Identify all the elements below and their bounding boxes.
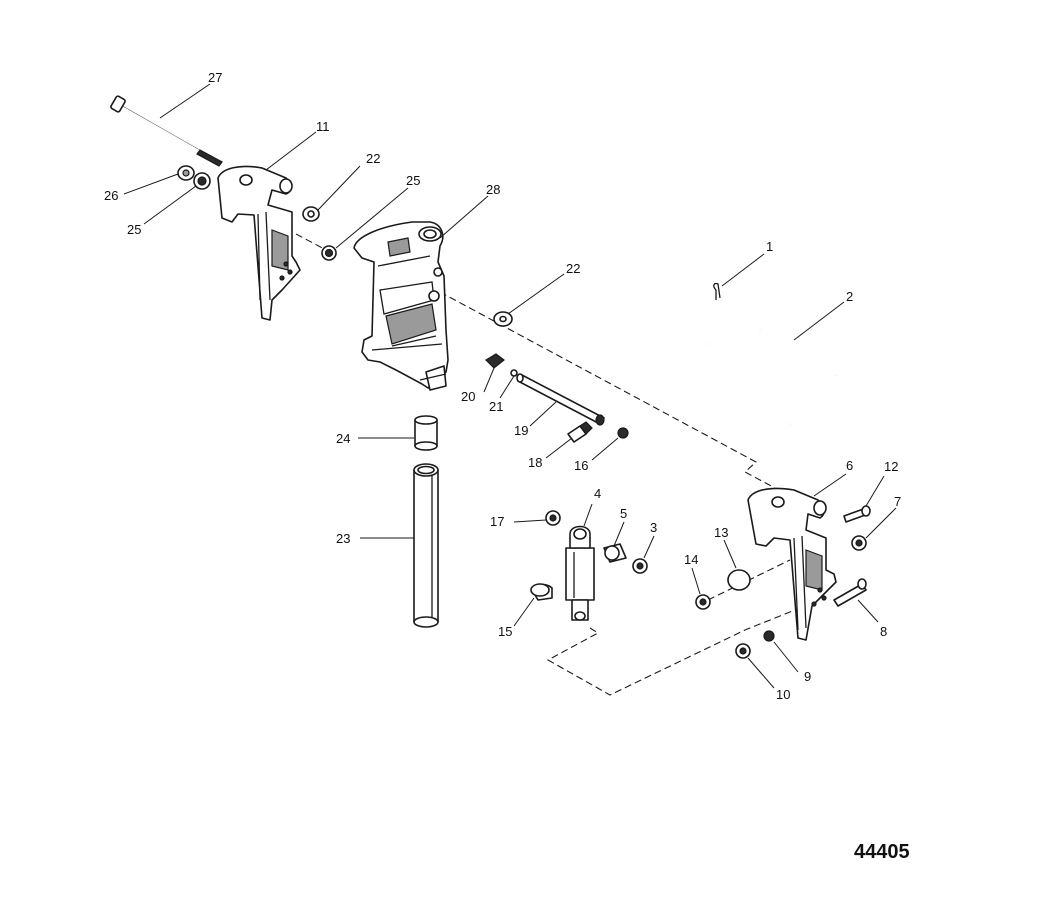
part-8-bolt <box>833 578 867 607</box>
part-22-washer-left <box>302 206 320 222</box>
callout-21: 21 <box>489 399 503 414</box>
part-24-bushing <box>414 415 438 451</box>
part-15-bolt <box>530 583 553 601</box>
part-7-locknut <box>851 535 867 551</box>
part-6-right-transom-bracket <box>747 487 837 641</box>
callout-12: 12 <box>884 459 898 474</box>
part-3-locknut <box>632 558 648 574</box>
callout-25-upper: 25 <box>406 173 420 188</box>
part-14-nut <box>695 594 711 610</box>
part-5-spacer <box>603 543 627 563</box>
callout-22-lower: 22 <box>566 261 580 276</box>
part-2-tilt-lock-rod <box>709 328 854 426</box>
part-9-lockwasher <box>763 630 775 642</box>
callout-9: 9 <box>804 669 811 684</box>
part-16-cap <box>617 427 629 439</box>
callout-27: 27 <box>208 70 222 85</box>
part-11-left-transom-bracket <box>217 165 301 321</box>
callout-17: 17 <box>490 514 504 529</box>
callout-13: 13 <box>714 525 728 540</box>
part-1-cotter-pin <box>713 282 721 300</box>
part-4-shock-absorber <box>565 525 595 621</box>
part-28-swivel-bracket <box>353 221 449 391</box>
callout-2: 2 <box>846 289 853 304</box>
callout-26: 26 <box>104 188 118 203</box>
part-26-nut <box>177 165 195 181</box>
part-17-nut <box>545 510 561 526</box>
callout-1: 1 <box>766 239 773 254</box>
callout-8: 8 <box>880 624 887 639</box>
part-25-locknut-left <box>193 172 211 190</box>
diagram-number: 44405 <box>854 841 910 863</box>
callout-22-upper: 22 <box>366 151 380 166</box>
callout-15: 15 <box>498 624 512 639</box>
callout-labels: 27 11 22 25 28 26 25 22 1 2 20 21 19 24 … <box>104 70 901 702</box>
callout-leaders <box>123 83 897 689</box>
callout-3: 3 <box>650 520 657 535</box>
callout-4: 4 <box>594 486 601 501</box>
part-13-washer <box>727 569 751 591</box>
part-12-bolt <box>843 505 871 523</box>
callout-24: 24 <box>336 431 350 446</box>
part-25-locknut-center <box>321 245 337 261</box>
callout-10: 10 <box>776 687 790 702</box>
callout-19: 19 <box>514 423 528 438</box>
part-20-block <box>485 353 505 369</box>
callout-6: 6 <box>846 458 853 473</box>
callout-28: 28 <box>486 182 500 197</box>
part-18-fitting <box>567 421 593 443</box>
callout-18: 18 <box>528 455 542 470</box>
part-22-washer-right <box>493 311 513 327</box>
part-27-through-bolt <box>110 95 223 167</box>
callout-25-left: 25 <box>127 222 141 237</box>
callout-5: 5 <box>620 506 627 521</box>
callout-16: 16 <box>574 458 588 473</box>
callout-7: 7 <box>894 494 901 509</box>
part-21-pin <box>510 369 518 377</box>
part-10-nut <box>735 643 751 659</box>
callout-14: 14 <box>684 552 698 567</box>
part-19-shaft <box>516 373 605 426</box>
callout-20: 20 <box>461 389 475 404</box>
part-23-tube <box>413 463 439 628</box>
callout-23: 23 <box>336 531 350 546</box>
callout-11: 11 <box>316 119 330 134</box>
assembly-centerlines <box>227 197 796 696</box>
